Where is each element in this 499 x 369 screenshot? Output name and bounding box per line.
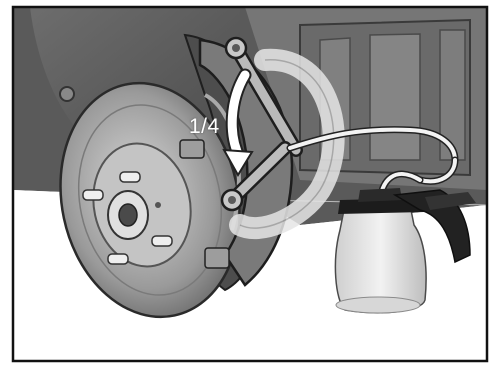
rotation-amount-label: 1/4 xyxy=(189,115,220,139)
wheel-stud xyxy=(108,254,128,264)
wheel-stud xyxy=(152,236,172,246)
wheel-stud xyxy=(120,172,140,182)
wheel-stud xyxy=(83,190,103,200)
